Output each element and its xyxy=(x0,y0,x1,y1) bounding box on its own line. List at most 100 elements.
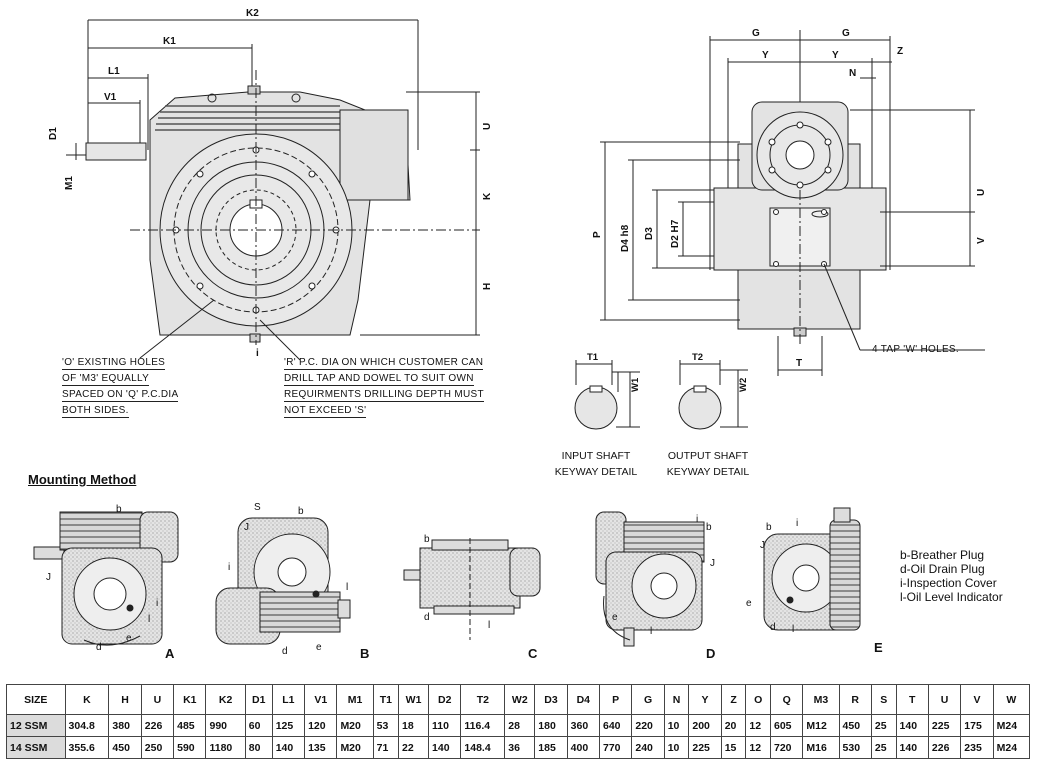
mounting-view-e xyxy=(763,507,861,631)
label-i-e: i xyxy=(796,518,798,529)
table-cell: 180 xyxy=(534,714,568,737)
output-shaft-caption-2: KEYWAY DETAIL xyxy=(666,466,750,478)
table-cell: 15 xyxy=(720,736,747,759)
label-b-b: b xyxy=(298,506,304,517)
table-cell: 18 xyxy=(398,714,430,737)
label-j-d: J xyxy=(710,558,715,569)
legend-oil-level-indicator: l-Oil Level Indicator xyxy=(900,590,1003,604)
table-cell: 226 xyxy=(927,736,962,759)
table-header-cell: P xyxy=(598,684,633,715)
table-cell: 125 xyxy=(271,714,306,737)
table-header-cell: H xyxy=(108,684,142,715)
label-l-b: l xyxy=(346,582,348,593)
table-cell: 400 xyxy=(566,736,601,759)
table-cell: 25 xyxy=(870,736,897,759)
table-cell: M12 xyxy=(802,714,840,737)
table-cell: 116.4 xyxy=(460,714,506,737)
drill-note-line-4: NOT EXCEED 'S' xyxy=(284,405,367,418)
table-header-cell: T2 xyxy=(460,684,506,715)
mounting-view-a xyxy=(33,511,179,646)
label-i-b: i xyxy=(228,562,230,573)
label-l-e: l xyxy=(792,624,794,635)
dim-d2: D2 H7 xyxy=(670,219,681,248)
table-cell: 640 xyxy=(598,714,633,737)
label-l-d: l xyxy=(650,626,652,637)
table-header-cell: R xyxy=(838,684,872,715)
label-l-c: l xyxy=(488,620,490,631)
dim-t-side: T xyxy=(796,358,802,369)
table-cell: 140 xyxy=(895,714,929,737)
table-cell: 148.4 xyxy=(460,736,506,759)
dim-m1: M1 xyxy=(64,176,75,190)
label-i-d: i xyxy=(696,514,698,525)
table-cell: M20 xyxy=(336,714,374,737)
table-row-size: 12 SSM xyxy=(6,714,66,737)
table-cell: 36 xyxy=(504,736,536,759)
label-d-c: d xyxy=(424,612,430,623)
table-header-cell: D4 xyxy=(566,684,601,715)
label-d-e: d xyxy=(770,622,776,633)
table-cell: 240 xyxy=(631,736,665,759)
label-b-e: b xyxy=(766,522,772,533)
dim-u-side: U xyxy=(976,189,987,196)
label-d-b: d xyxy=(282,646,288,657)
table-header-cell: O xyxy=(745,684,771,715)
table-cell: 120 xyxy=(304,714,338,737)
table-cell: M24 xyxy=(992,714,1031,737)
table-header-cell: M3 xyxy=(802,684,840,715)
output-shaft-caption-1: OUTPUT SHAFT xyxy=(667,450,749,462)
mounting-view-d xyxy=(595,511,705,647)
table-header-cell: V1 xyxy=(304,684,338,715)
table-cell: 450 xyxy=(838,714,872,737)
drill-note-line-1: 'R' P.C. DIA ON WHICH CUSTOMER CAN xyxy=(284,357,484,370)
table-cell: 304.8 xyxy=(64,714,110,737)
table-cell: 1180 xyxy=(205,736,246,759)
dim-t2: T2 xyxy=(692,352,703,363)
label-l-a: l xyxy=(148,614,150,625)
table-cell: M20 xyxy=(336,736,374,759)
table-cell: 28 xyxy=(504,714,536,737)
label-b-a: b xyxy=(116,504,122,515)
table-header-cell: N xyxy=(663,684,690,715)
table-header-cell: K1 xyxy=(173,684,207,715)
table-cell: 71 xyxy=(372,736,400,759)
dim-d3: D3 xyxy=(644,227,655,240)
dim-d1: D1 xyxy=(48,127,59,140)
legend-inspection-cover: i-Inspection Cover xyxy=(900,576,997,590)
table-cell: 380 xyxy=(108,714,142,737)
table-header-cell: SIZE xyxy=(6,684,66,715)
table-cell: 135 xyxy=(304,736,338,759)
table-cell: 110 xyxy=(428,714,462,737)
label-e-d: e xyxy=(612,612,618,623)
table-cell: 450 xyxy=(108,736,142,759)
dim-t1: T1 xyxy=(587,352,599,363)
table-header-cell: D2 xyxy=(428,684,462,715)
input-shaft-caption-2: KEYWAY DETAIL xyxy=(554,466,638,478)
label-b-d: b xyxy=(706,522,712,533)
table-cell: 185 xyxy=(534,736,568,759)
mounting-method-title: Mounting Method xyxy=(28,472,137,487)
table-cell: 485 xyxy=(173,714,207,737)
table-cell: 225 xyxy=(688,736,722,759)
dim-p: P xyxy=(592,231,603,238)
label-e-b: e xyxy=(316,642,322,653)
table-header-cell: D1 xyxy=(244,684,273,715)
dim-v1: V1 xyxy=(104,92,117,103)
table-cell: 140 xyxy=(428,736,462,759)
side-view xyxy=(600,30,985,376)
table-header-cell: T xyxy=(895,684,929,715)
label-i-front: i xyxy=(256,348,259,359)
label-e-a: e xyxy=(126,633,132,644)
label-j-e: J xyxy=(760,540,765,551)
table-cell: 225 xyxy=(927,714,962,737)
side-view-labels: G G Y Y Z N P D4 h8 D3 D2 H7 U V T xyxy=(592,28,987,369)
table-cell: 235 xyxy=(960,736,994,759)
table-header-cell: Z xyxy=(720,684,747,715)
dim-w2: W2 xyxy=(738,378,749,392)
table-row-size: 14 SSM xyxy=(6,736,66,759)
table-header-cell: Y xyxy=(688,684,722,715)
